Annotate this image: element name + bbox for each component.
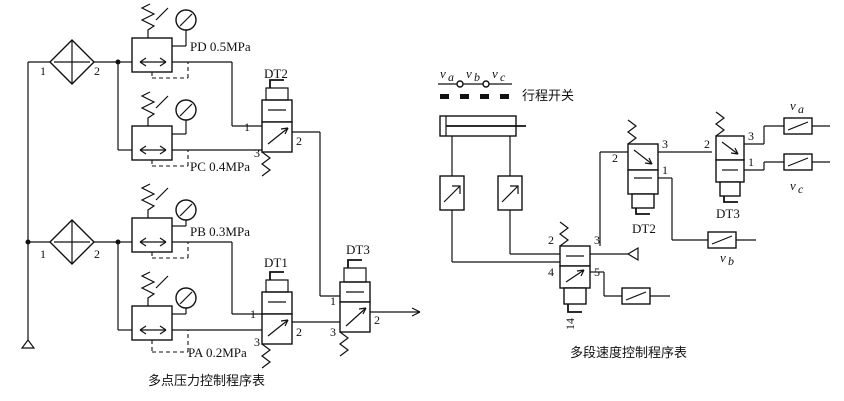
regulator-pa: PA 0.2MPa — [118, 271, 262, 360]
valve-dt2-right: 2 3 1 DT2 — [599, 119, 668, 246]
svg-text:2: 2 — [374, 313, 380, 327]
regulator-pc: PC 0.4MPa — [118, 91, 262, 174]
svg-text:3: 3 — [254, 335, 260, 349]
label-pd: PD 0.5MPa — [190, 39, 251, 54]
label-pa: PA 0.2MPa — [188, 345, 247, 360]
svg-text:3: 3 — [330, 325, 336, 339]
label-pb: PB 0.3MPa — [190, 224, 250, 239]
valve-dt3-left: DT3 1 2 3 — [330, 242, 380, 357]
limit-switches: v a v b v c 行程开关 — [438, 66, 574, 104]
svg-text:1: 1 — [662, 163, 668, 177]
label-pc: PC 0.4MPa — [190, 159, 250, 174]
svg-text:a: a — [798, 102, 804, 116]
label-limit-switch: 行程开关 — [522, 89, 574, 104]
svg-text:1: 1 — [250, 307, 256, 321]
cylinder — [439, 115, 526, 262]
svg-text:v: v — [720, 250, 726, 265]
svg-text:b: b — [474, 70, 480, 84]
regulator-pd: PD 0.5MPa — [118, 3, 251, 79]
svg-text:2: 2 — [612, 151, 618, 165]
main-valve: 2 3 4 5 14 — [548, 221, 600, 330]
filter-top-port-1: 1 — [40, 64, 46, 78]
valve-dt3-right: 2 3 1 DT3 — [704, 111, 754, 221]
regulator-pb: PB 0.3MPa — [118, 183, 250, 259]
filter-bottom-port-2: 2 — [94, 247, 100, 261]
svg-text:a: a — [448, 70, 454, 84]
label-dt1: DT1 — [264, 255, 288, 270]
valve-dt1: DT1 1 2 3 — [250, 255, 302, 369]
svg-text:14: 14 — [563, 318, 577, 330]
svg-text:v: v — [790, 178, 796, 193]
svg-text:2: 2 — [296, 134, 302, 148]
label-dt2-right: DT2 — [632, 221, 656, 236]
valve-dt2: DT2 1 2 3 — [244, 66, 302, 177]
svg-text:4: 4 — [548, 265, 554, 279]
left-pressure-circuit: 1 2 1 2 — [20, 3, 421, 389]
label-vc-base: v — [492, 66, 498, 81]
filter-top-port-2: 2 — [94, 64, 100, 78]
svg-text:3: 3 — [594, 233, 600, 247]
svg-text:2: 2 — [296, 325, 302, 339]
svg-text:c: c — [798, 182, 804, 196]
filter-bottom-port-1: 1 — [40, 247, 46, 261]
svg-text:1: 1 — [748, 155, 754, 169]
svg-text:1: 1 — [244, 120, 250, 134]
svg-text:3: 3 — [748, 129, 754, 143]
svg-text:3: 3 — [254, 146, 260, 160]
svg-text:1: 1 — [330, 294, 336, 308]
label-dt2-left: DT2 — [264, 66, 288, 81]
label-va-base: v — [440, 66, 446, 81]
caption-right: 多段速度控制程序表 — [570, 345, 687, 361]
label-dt3-left: DT3 — [346, 242, 370, 257]
label-dt3-right: DT3 — [716, 206, 740, 221]
svg-text:2: 2 — [704, 137, 710, 151]
svg-text:2: 2 — [548, 233, 554, 247]
caption-left: 多点压力控制程序表 — [148, 373, 265, 389]
right-speed-circuit: v a v b v c 行程开关 — [438, 66, 830, 361]
air-source-triangle — [20, 339, 36, 349]
label-vb-base: v — [466, 66, 472, 81]
flow-valve-right — [497, 175, 523, 211]
svg-text:b: b — [728, 254, 734, 268]
svg-text:v: v — [790, 98, 796, 113]
svg-text:c: c — [500, 70, 506, 84]
svg-text:3: 3 — [662, 137, 668, 151]
